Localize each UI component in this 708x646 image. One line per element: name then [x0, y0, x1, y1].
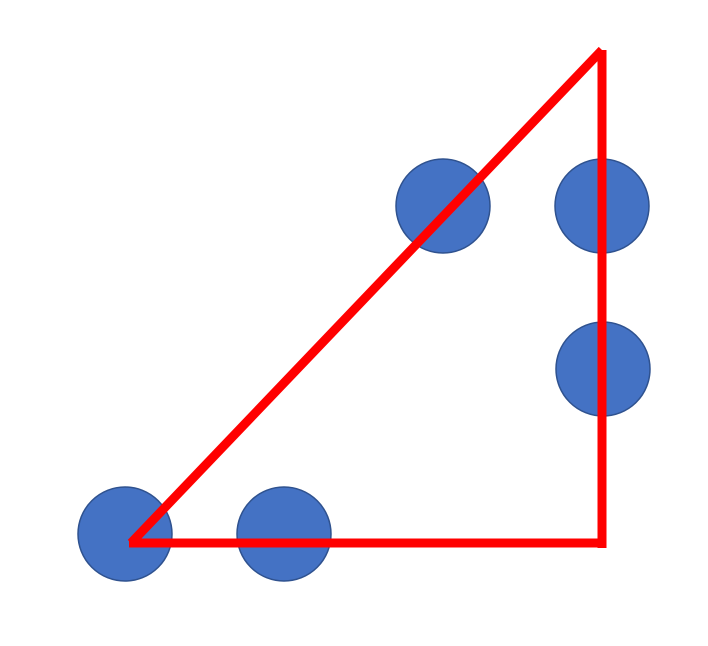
hypotenuse-line	[127, 46, 606, 547]
triangle-lines	[127, 46, 607, 548]
circle-bottom-left	[77, 486, 173, 582]
circles-layer	[77, 158, 651, 582]
circle-top-middle	[395, 158, 491, 254]
circle-bottom-middle	[236, 486, 332, 582]
